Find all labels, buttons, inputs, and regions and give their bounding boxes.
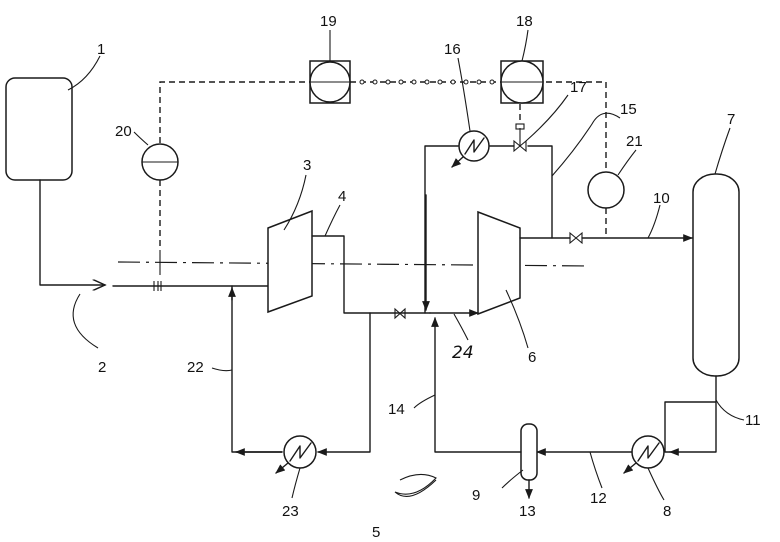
- label-line-11: 11: [745, 412, 761, 429]
- heat-exchanger-16-arrow: [452, 157, 463, 167]
- leader-4: [325, 205, 340, 236]
- leader-24: [454, 314, 468, 340]
- separation-column: [693, 174, 739, 376]
- label-line-13: 13: [519, 503, 536, 520]
- leader-16: [458, 58, 470, 131]
- compressor: [268, 211, 312, 312]
- bypass-line-left: [425, 146, 458, 313]
- line-14: [435, 318, 521, 452]
- leader-5: [395, 474, 436, 496]
- leader-1: [68, 56, 100, 90]
- storage-tank: [6, 78, 72, 180]
- leader-21: [618, 150, 636, 175]
- label-line-10: 10: [653, 190, 670, 207]
- separator: [521, 424, 537, 480]
- label-controller-19: 19: [320, 13, 337, 30]
- line-11: [670, 402, 716, 452]
- label-line-12: 12: [590, 490, 607, 507]
- leader-2: [73, 294, 98, 348]
- leader-14: [414, 395, 435, 408]
- leader-7: [715, 128, 730, 174]
- label-column: 7: [727, 111, 735, 128]
- leader-8: [648, 468, 664, 500]
- label-recycle-22: 22: [187, 359, 204, 376]
- heat-exchanger-outlet-arrow: [276, 463, 288, 473]
- sensor-21: [588, 172, 624, 208]
- recycle-line-right: [318, 313, 370, 452]
- feed-line: [40, 180, 105, 285]
- label-line-14: 14: [388, 401, 405, 418]
- label-sensor-21: 21: [626, 133, 643, 150]
- leader-10: [648, 205, 660, 238]
- label-feed-line: 2: [98, 359, 106, 376]
- bypass-line-right: [528, 146, 552, 238]
- compressor-outlet-duct: [312, 236, 430, 313]
- label-cooler-8: 8: [663, 503, 671, 520]
- label-separator: 9: [472, 487, 480, 504]
- valve-10-line: [570, 233, 582, 243]
- leader-12: [590, 452, 602, 488]
- label-line-24: 24: [452, 343, 474, 363]
- label-system: 5: [372, 524, 380, 541]
- label-tank: 1: [97, 41, 105, 58]
- expander: [478, 212, 520, 314]
- label-valve-17: 17: [570, 79, 587, 96]
- leader-20: [134, 132, 148, 145]
- recycle-line-left: [232, 286, 282, 452]
- label-line-15: 15: [620, 101, 637, 118]
- label-sensor-20: 20: [115, 123, 132, 140]
- leader-18: [522, 30, 528, 61]
- heat-exchanger-8-arrow: [624, 463, 636, 473]
- label-expander: 6: [528, 349, 536, 366]
- label-controller-18: 18: [516, 13, 533, 30]
- label-compressor-outlet: 4: [338, 188, 346, 205]
- leader-15: [552, 113, 620, 176]
- leader-23: [292, 468, 300, 498]
- line-11-upper: [665, 376, 716, 452]
- leader-22: [212, 368, 232, 371]
- leader-9: [502, 470, 523, 488]
- leader-11: [716, 400, 744, 420]
- label-compressor: 3: [303, 157, 311, 174]
- label-cooler-23: 23: [282, 503, 299, 520]
- control-line-20: [160, 82, 310, 143]
- label-heat-exchanger-16: 16: [444, 41, 461, 58]
